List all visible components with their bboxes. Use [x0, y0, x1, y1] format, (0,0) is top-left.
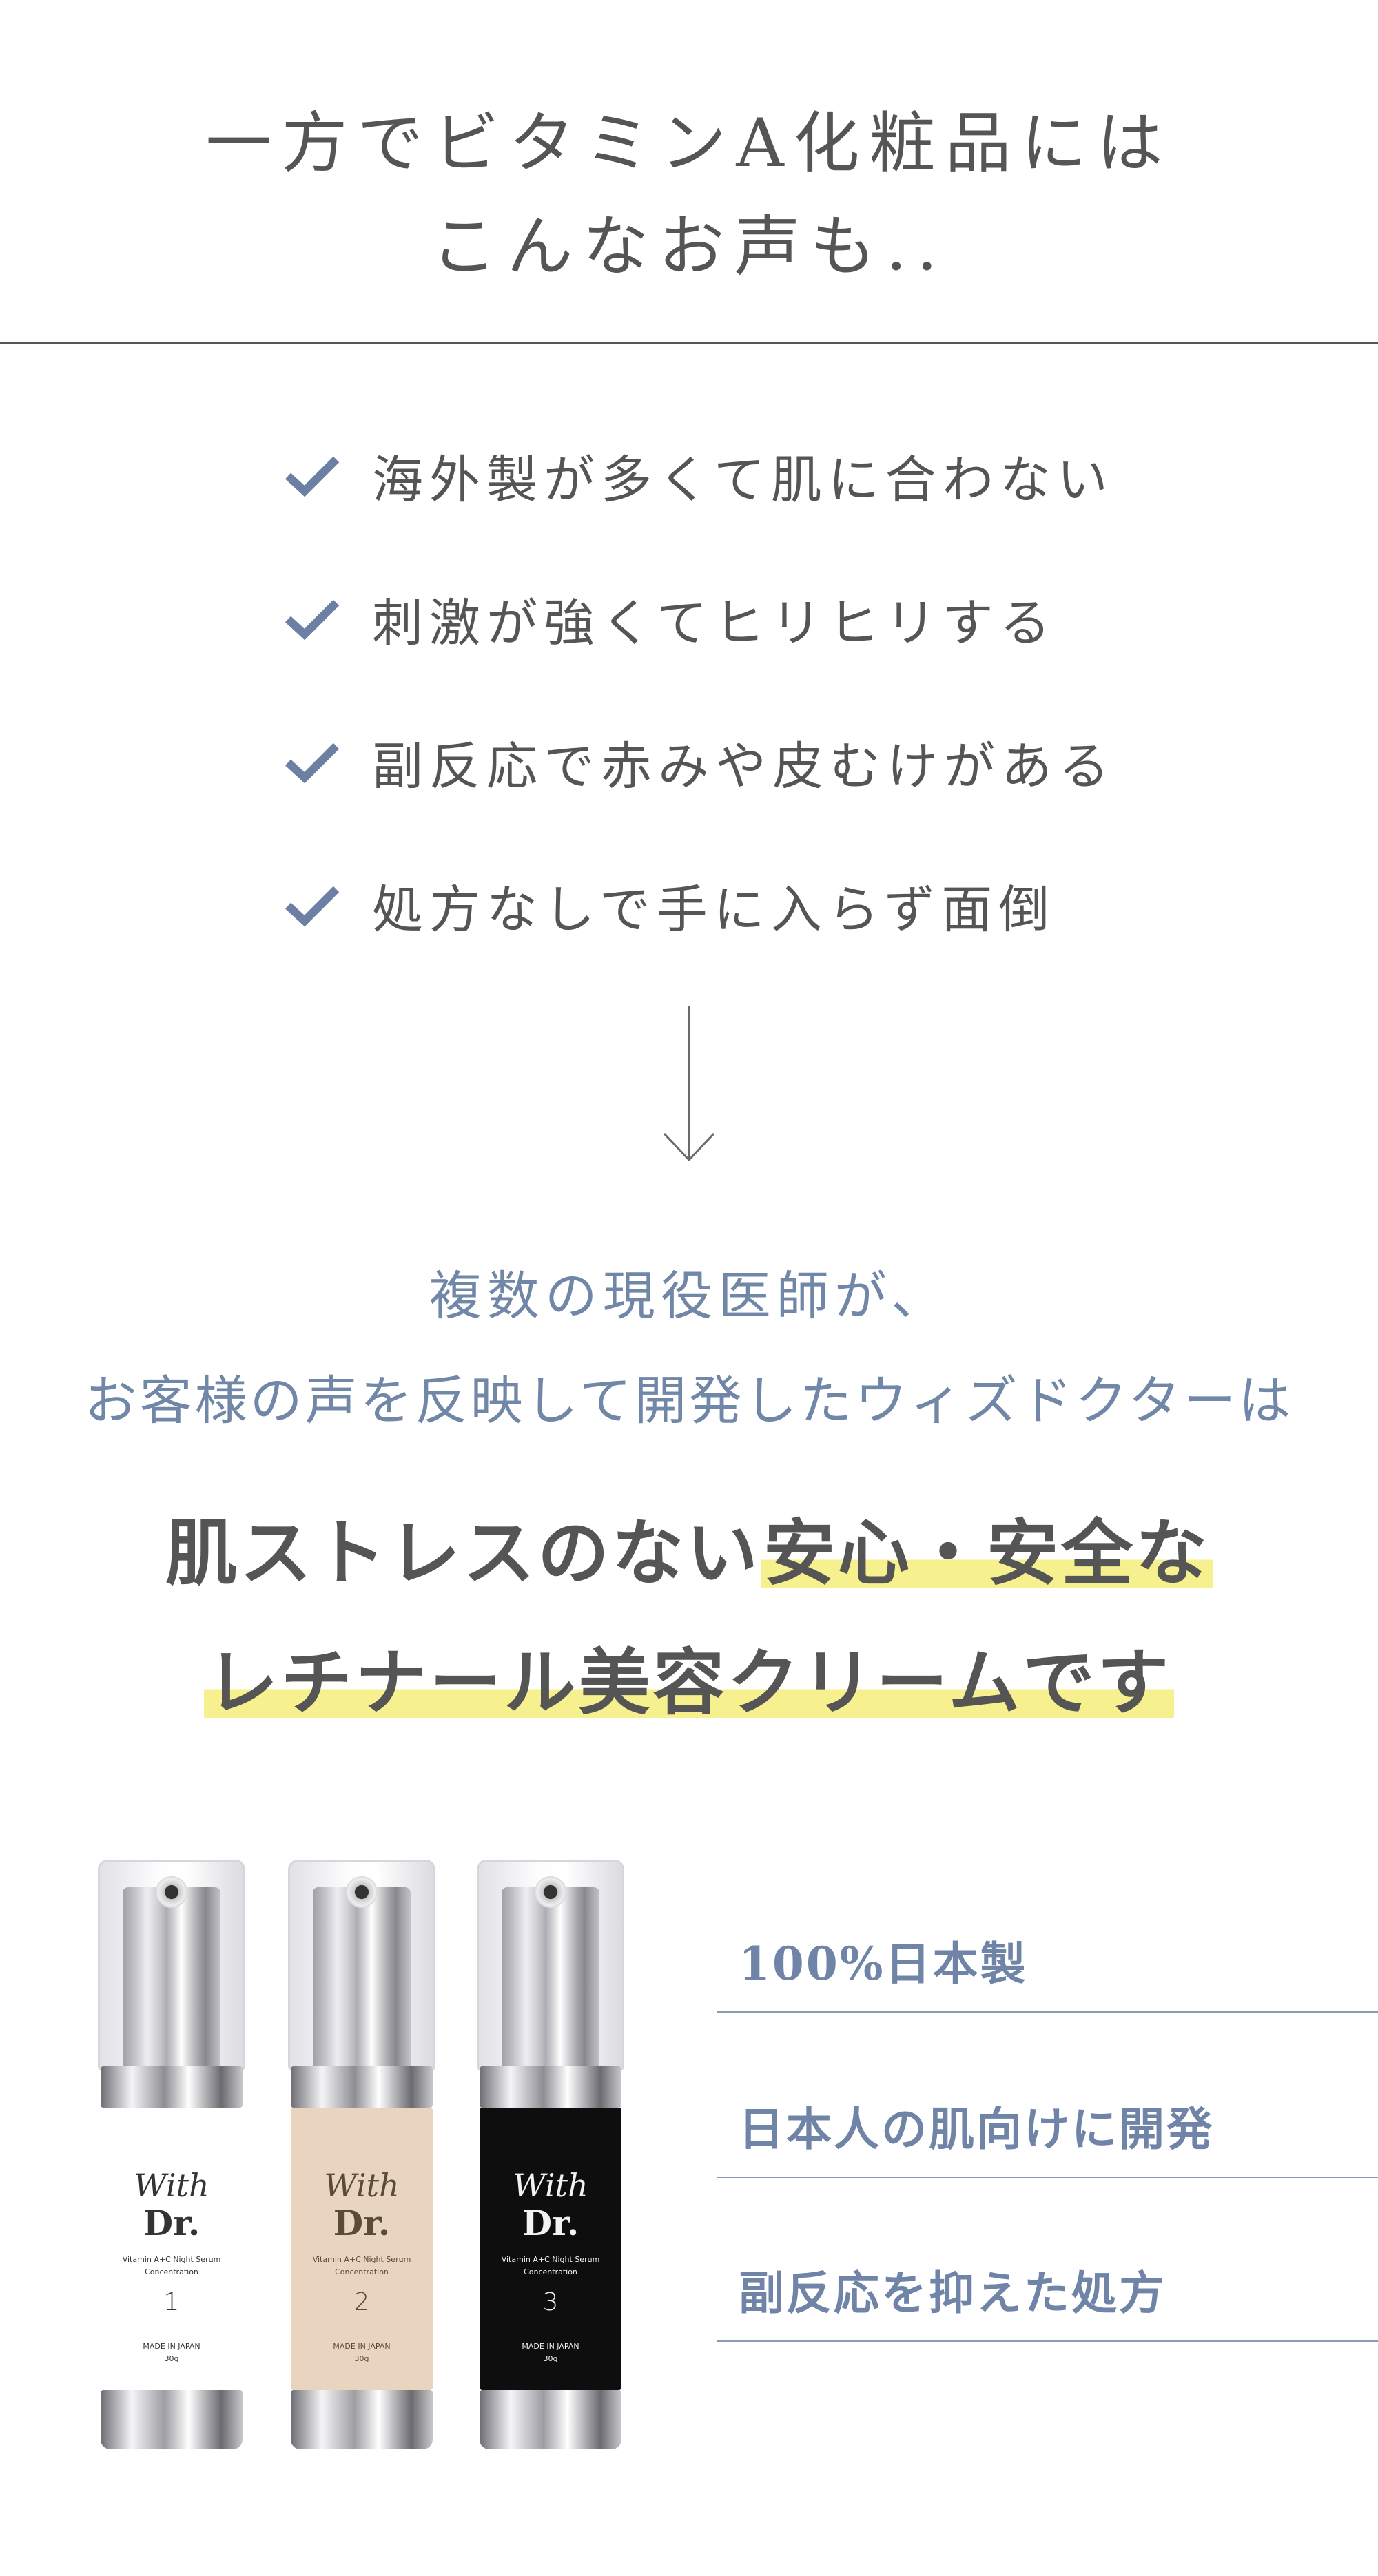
checklist-item-text: 刺激が強くてヒリヒリする: [372, 593, 1057, 653]
bottle-base: [291, 2390, 433, 2449]
checklist-item: 刺激が強くてヒリヒリする: [284, 584, 1057, 653]
product-concentration-label: Concentration: [145, 2267, 198, 2276]
bottle-base: [101, 2390, 243, 2449]
headline-highlight-text: 安心・安全な: [761, 1510, 1213, 1595]
bottle-base: [480, 2390, 621, 2449]
checklist-item: 副反応で赤みや皮むけがある: [284, 727, 1115, 796]
feature-item: 日本人の肌向けに開発: [717, 2094, 1378, 2178]
product-bottle-3: With Dr. Vitamin A+C Night Serum Concent…: [477, 1860, 624, 2452]
pump-nozzle: [346, 1876, 378, 1908]
bottle-collar: [480, 2066, 621, 2108]
product-number: 3: [542, 2288, 559, 2316]
product-origin: MADE IN JAPAN: [522, 2342, 579, 2351]
check-icon: [285, 742, 340, 783]
product-bottle-2: With Dr. Vitamin A+C Night Serum Concent…: [288, 1860, 435, 2452]
bottle-collar: [101, 2066, 243, 2108]
feature-item: 副反応を抑えた処方: [717, 2258, 1378, 2342]
check-icon: [285, 456, 340, 497]
bottle-body: With Dr. Vitamin A+C Night Serum Concent…: [101, 2108, 243, 2390]
check-icon: [285, 599, 340, 640]
feature-label: 副反応を抑えた処方: [739, 2266, 1166, 2320]
bottle-body: With Dr. Vitamin A+C Night Serum Concent…: [291, 2108, 433, 2390]
product-subtitle: Vitamin A+C Night Serum: [122, 2255, 221, 2264]
bottle-body: With Dr. Vitamin A+C Night Serum Concent…: [480, 2108, 621, 2390]
product-origin: MADE IN JAPAN: [143, 2342, 200, 2351]
bottle-cap: [477, 1860, 624, 2070]
product-weight: 30g: [164, 2354, 179, 2363]
product-logo: Dr.: [143, 2203, 200, 2243]
product-logo-script: With: [513, 2167, 588, 2204]
check-icon: [285, 886, 340, 926]
section-heading-line2: こんなお声も..: [431, 208, 947, 285]
down-arrow-icon: [663, 1006, 715, 1162]
product-logo-script: With: [134, 2167, 209, 2204]
product-concentration-label: Concentration: [335, 2267, 389, 2276]
product-weight: 30g: [354, 2354, 369, 2363]
pump-nozzle: [156, 1876, 187, 1908]
product-subtitle: Vitamin A+C Night Serum: [501, 2255, 600, 2264]
pump-nozzle: [535, 1876, 566, 1908]
intro-line1: 複数の現役医師が、: [429, 1265, 949, 1327]
header-divider: [0, 342, 1378, 344]
section-heading-line1: 一方でビタミンA化粧品には: [205, 105, 1173, 182]
checklist-item: 海外製が多くて肌に合わない: [284, 441, 1114, 510]
headline-highlight-text: レチナール美容クリームです: [203, 1640, 1175, 1725]
checklist-item-text: 副反応で赤みや皮むけがある: [372, 736, 1115, 796]
feature-item: 100%日本製: [717, 1929, 1378, 2013]
product-weight: 30g: [543, 2354, 558, 2363]
checklist-item-text: 海外製が多くて肌に合わない: [372, 450, 1114, 510]
headline-line2: レチナール美容クリームです: [0, 1624, 1378, 1728]
checklist-item: 処方なしで手に入らず面倒: [284, 871, 1056, 939]
checklist-item-text: 処方なしで手に入らず面倒: [372, 880, 1056, 939]
intro-line2: お客様の声を反映して開発したウィズドクターは: [84, 1370, 1294, 1431]
feature-label: 100%日本製: [739, 1937, 1028, 1991]
feature-label: 日本人の肌向けに開発: [739, 2102, 1214, 2156]
product-logo-script: With: [324, 2167, 400, 2204]
headline-line1: 肌ストレスのない安心・安全な: [0, 1495, 1378, 1599]
bottle-collar: [291, 2066, 433, 2108]
product-subtitle: Vitamin A+C Night Serum: [312, 2255, 411, 2264]
product-logo: Dr.: [522, 2203, 579, 2243]
product-origin: MADE IN JAPAN: [333, 2342, 391, 2351]
product-number: 2: [353, 2288, 370, 2316]
product-logo: Dr.: [333, 2203, 391, 2243]
headline-plain-text: 肌ストレスのない: [165, 1510, 761, 1595]
product-number: 1: [163, 2288, 180, 2316]
product-bottle-1: With Dr. Vitamin A+C Night Serum Concent…: [98, 1860, 245, 2452]
product-concentration-label: Concentration: [524, 2267, 577, 2276]
